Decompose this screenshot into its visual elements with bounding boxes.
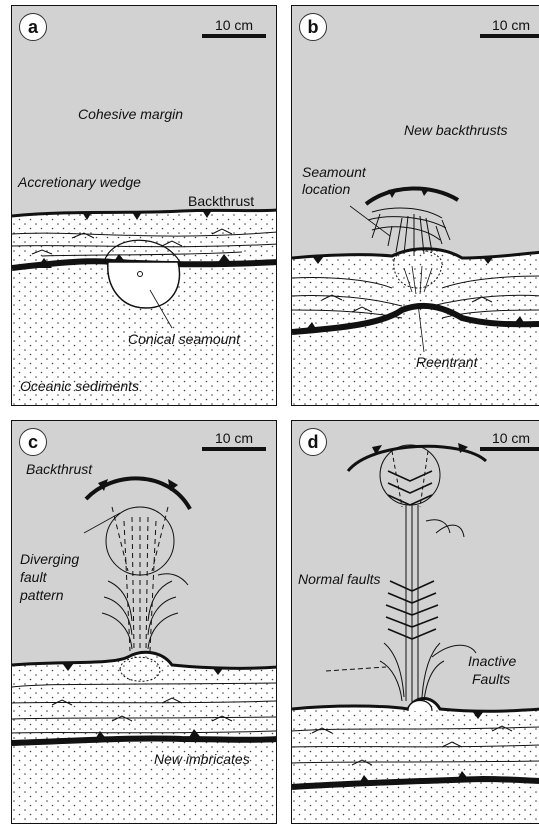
label-conical-seamount: Conical seamount	[128, 331, 240, 348]
new-backthrust-1	[366, 188, 458, 204]
panel-letter: a	[19, 13, 47, 41]
label-accretionary-wedge: Accretionary wedge	[18, 174, 141, 191]
scale-bar-line	[480, 447, 539, 451]
inactive-leader	[326, 667, 386, 671]
scale-bar: 10 cm	[480, 431, 539, 451]
panel-letter: c	[19, 428, 47, 456]
label-diverging-line1: Diverging	[20, 551, 79, 568]
scale-bar-line	[202, 34, 266, 38]
label-oceanic-sediments: Oceanic sediments	[20, 378, 139, 395]
scale-bar-line	[480, 34, 539, 38]
fault-column	[380, 451, 450, 703]
diverging-faults	[112, 507, 168, 651]
scale-bar: 10 cm	[480, 18, 539, 38]
scale-bar-line	[202, 447, 266, 451]
label-backthrust: Backthrust	[188, 193, 254, 210]
label-diverging-line2: fault	[20, 569, 46, 586]
scale-bar: 10 cm	[202, 18, 266, 38]
panel-c: c 10 cm Backthrust Diverging fault patte…	[11, 420, 277, 824]
backthrust-arc	[348, 446, 486, 471]
panel-letter: b	[299, 13, 327, 41]
scale-label: 10 cm	[202, 431, 266, 446]
label-normal-faults: Normal faults	[298, 571, 380, 588]
panel-b: b 10 cm New backthrusts Seamount locatio…	[291, 5, 539, 406]
panel-d-drawing	[292, 421, 539, 824]
scale-label: 10 cm	[480, 18, 539, 33]
lateral-fault-strands	[102, 574, 188, 649]
label-new-backthrusts: New backthrusts	[404, 122, 507, 139]
panel-letter: d	[299, 428, 327, 456]
scale-bar: 10 cm	[202, 431, 266, 451]
panel-b-drawing	[292, 6, 539, 406]
label-diverging-line3: pattern	[20, 587, 64, 604]
panel-d: d 10 cm Normal faults Inactive Faults	[291, 420, 539, 824]
seamount-location-leader	[350, 206, 390, 236]
label-backthrust: Backthrust	[26, 461, 92, 478]
scale-label: 10 cm	[202, 18, 266, 33]
label-seamount-location-line1: Seamount	[302, 164, 366, 181]
seamount-center	[138, 272, 143, 277]
label-seamount-location-line2: location	[302, 181, 350, 198]
panel-a: a 10 cm Cohesive margin Accretionary wed…	[11, 5, 277, 406]
diverging-leader	[84, 513, 120, 533]
label-inactive-line1: Inactive	[468, 653, 516, 670]
label-reentrant: Reentrant	[416, 354, 477, 371]
label-cohesive-margin: Cohesive margin	[78, 106, 183, 123]
label-inactive-line2: Faults	[472, 671, 510, 688]
label-new-imbricates: New imbricates	[154, 751, 250, 768]
scale-label: 10 cm	[480, 431, 539, 446]
